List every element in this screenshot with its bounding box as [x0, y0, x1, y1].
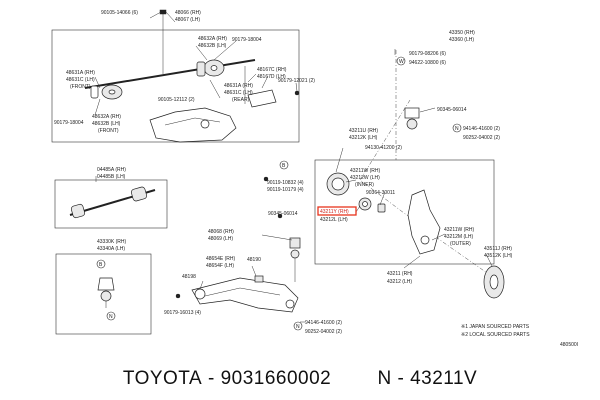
label-48631C-rear: 48631C (LH): [224, 90, 253, 96]
label-48632B: 48632B (LH): [198, 43, 227, 49]
label-43340A: 43340A (LH): [97, 246, 125, 252]
label-48631C-front: 48631C (LH): [66, 77, 95, 83]
label-outer: (OUTER): [450, 241, 471, 247]
label-04485B: 04485B (LH): [97, 174, 126, 180]
label-43211W-inner: 43211W (RH): [350, 168, 381, 174]
label-90119-10179: 90119-10179 (4): [267, 187, 304, 193]
parts-diagram: 90105-14066 (6) 48066 (RH) 48067 (LH) 48…: [51, 9, 578, 348]
label-48654F: 48654F (LH): [206, 263, 234, 269]
svg-text:N: N: [109, 314, 113, 320]
caption-separator-1: -: [202, 368, 221, 389]
label-inner: (INNER): [355, 182, 374, 188]
label-rear: (REAR): [232, 97, 250, 103]
knuckle-inset: B N W: [279, 49, 505, 299]
label-front-1: (FRONT): [70, 84, 91, 90]
part-caption: TOYOTA - 9031660002 N - 43211V: [0, 358, 600, 400]
label-front-2: (FRONT): [98, 128, 119, 134]
label-94130-41200: 94130-41200 (2): [365, 145, 402, 151]
label-90105-14066: 90105-14066 (6): [101, 10, 138, 16]
label-90179-12021: 90179-12021 (2): [278, 78, 315, 84]
knuckle-inset-frame: [314, 159, 495, 265]
label-04485A: 04485A (RH): [97, 167, 126, 173]
label-43212: 43212 (LH): [387, 279, 412, 285]
label-94146-41600-lower: 94146-41600 (2): [305, 320, 342, 326]
label-90252-04002-top: 90252-04002 (2): [463, 135, 500, 141]
svg-text:B: B: [99, 262, 103, 268]
note-japan-sourced: ※1 JAPAN SOURCED PARTS: [461, 324, 530, 330]
caption-part-number: 9031660002: [220, 368, 332, 389]
svg-text:B: B: [282, 163, 286, 169]
label-90179-18004-bottom: 90179-18004: [54, 120, 84, 126]
highlighted-label-43211Y[interactable]: 43211Y (RH): [320, 209, 349, 215]
label-43212M: 43212M (LH): [444, 234, 474, 240]
label-43212L: 43212L (LH): [320, 217, 348, 223]
label-48632A-front: 48632A (RH): [92, 114, 121, 120]
label-48068: 48068 (RH): [208, 229, 234, 235]
caption-gap: [331, 368, 377, 390]
label-94622-10800: 94622-10800 (6): [409, 60, 446, 66]
svg-text:N: N: [455, 126, 459, 132]
svg-text:W: W: [399, 59, 404, 65]
label-90364-30011: 90364-30011: [366, 190, 395, 196]
label-90179-08206: 90179-08206 (6): [409, 51, 446, 57]
label-48167C: 48167C (RH): [257, 67, 287, 73]
label-43211: 43211 (RH): [387, 271, 413, 277]
label-90252-04002-lower: 90252-04002 (2): [305, 329, 342, 335]
label-94146-41600-top: 94146-41600 (2): [463, 126, 500, 132]
label-43512K: 43512K (LH): [484, 253, 513, 259]
upper-arm-icon: [149, 107, 237, 143]
label-43212W: 43212W (LH): [350, 175, 380, 181]
upper-ball-joint-icon: [404, 107, 420, 119]
label-48190: 48190: [247, 257, 261, 263]
steering-knuckle-icon: [407, 189, 441, 255]
label-48198: 48198: [182, 274, 196, 280]
upper-arm-inset-frame: [51, 29, 300, 143]
lower-arm-icon: [191, 277, 299, 313]
highlight-box: [317, 206, 357, 216]
label-90345-06014-lower: 90345-06014: [268, 211, 298, 217]
note-local-sourced: ※2 LOCAL SOURCED PARTS: [461, 332, 530, 338]
ball-joint-icon: [97, 277, 115, 291]
label-48631A-front: 48631A (RH): [66, 70, 95, 76]
label-48654E: 48654E (RH): [206, 256, 236, 262]
caption-brand: TOYOTA: [122, 368, 203, 389]
lower-arm-group: N: [175, 176, 305, 331]
caption-ref-code: N - 43211V: [377, 368, 478, 389]
label-43212K: 43212K (LH): [349, 135, 378, 141]
label-48631A-rear: 48631A (RH): [224, 83, 253, 89]
label-43350: 43350 (RH): [449, 30, 475, 36]
strut-bar-inset-frame: [54, 179, 168, 229]
label-48632B-front: 48632B (LH): [92, 121, 121, 127]
label-43330K: 43330K (RH): [97, 239, 127, 245]
label-90179-16013: 90179-16013 (4): [164, 310, 201, 316]
label-48632A: 48632A (RH): [198, 36, 227, 42]
label-48167D: 48167D (LH): [257, 74, 286, 80]
diagram-code: 480500I: [560, 342, 578, 348]
label-43360: 43360 (LH): [449, 37, 474, 43]
label-43211U: 43211U (RH): [349, 128, 378, 134]
label-48067: 48067 (LH): [175, 17, 200, 23]
label-90119-10832: 90119-10832 (4): [267, 180, 304, 186]
label-43211W-outer: 43211W (RH): [444, 227, 475, 233]
strut-bar-inset: [54, 176, 168, 229]
lower-ball-joint-icon: [289, 237, 301, 249]
upper-arm-inset: [51, 9, 300, 143]
svg-text:N: N: [296, 324, 300, 330]
label-48069: 48069 (LH): [208, 236, 233, 242]
label-43511J: 43511J (RH): [484, 246, 512, 252]
label-90345-06014-top: 90345-06014: [437, 107, 467, 113]
label-90179-18004-top: 90179-18004: [232, 37, 262, 43]
ball-joint-inset-frame: [55, 253, 152, 335]
strut-bushing-icon: [130, 186, 148, 202]
ball-joint-inset: B N: [55, 253, 152, 335]
label-90105-12112: 90105-12112 (2): [158, 97, 195, 103]
label-48066: 48066 (RH): [175, 10, 201, 16]
